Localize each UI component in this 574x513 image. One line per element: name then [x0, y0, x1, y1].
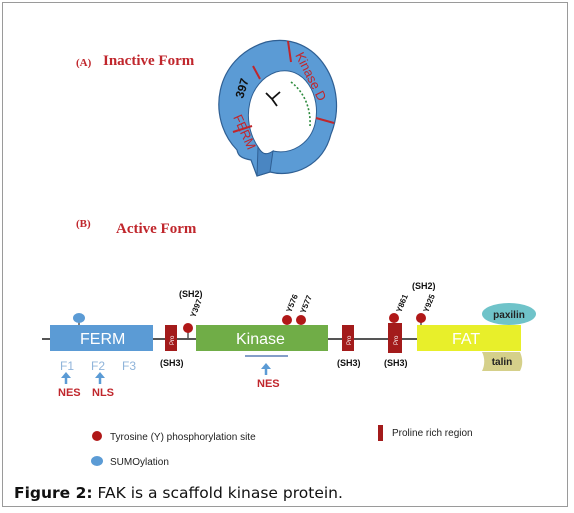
site-y576-label: Y576 — [285, 293, 301, 314]
sh2-label-1: (SH2) — [179, 289, 203, 299]
pro-label-2: Pro — [347, 335, 353, 345]
signal-nls: NLS — [92, 387, 114, 399]
site-y861-label: Y861 — [395, 293, 411, 314]
phospho-site-y577 — [296, 315, 306, 325]
kinase-label: Kinase — [236, 331, 285, 348]
legend-tyrosine-text: Tyrosine (Y) phosphorylation site — [110, 432, 256, 443]
talin-label: talin — [492, 357, 513, 368]
legend-phospho-marker — [92, 431, 102, 441]
fat-domain: FAT — [417, 325, 521, 351]
ferm-label: FERM — [80, 331, 125, 348]
sh3-label-1: (SH3) — [160, 358, 184, 368]
signal-nes-1: NES — [58, 387, 81, 399]
panel-a-letter: (A) — [76, 57, 92, 69]
subdomain-f1: F1 — [60, 359, 74, 373]
figure-frame — [2, 2, 568, 507]
nes-arrow-icon-2 — [261, 363, 271, 375]
paxilin-partner: paxilin — [482, 303, 536, 325]
sh3-label-2: (SH3) — [337, 358, 361, 368]
phospho-site-y397 — [183, 323, 193, 333]
panel-b-letter: (B) — [76, 218, 91, 230]
site-y577-label: Y577 — [299, 294, 315, 315]
ring-label-397: 397 — [232, 76, 251, 100]
proline-region-3: Pro — [388, 323, 402, 353]
legend-proline-text: Proline rich region — [392, 428, 473, 439]
legend-sumo-text: SUMOylation — [110, 457, 169, 468]
fak-diagram: (A) Inactive Form 397 Kinase D FERM (B) … — [42, 39, 536, 468]
sumo-site-marker — [73, 313, 85, 323]
antibody-y-icon — [265, 91, 281, 107]
inactive-fak-ring: 397 Kinase D FERM — [218, 39, 338, 177]
talin-partner: talin — [482, 352, 523, 371]
caption-text: FAK is a scaffold kinase protein. — [92, 484, 343, 502]
pro-label-3: Pro — [394, 335, 400, 345]
phospho-site-y925 — [416, 313, 426, 323]
kinase-domain: Kinase — [196, 325, 328, 351]
figure-caption: Figure 2: FAK is a scaffold kinase prote… — [14, 484, 343, 502]
subdomain-f3: F3 — [122, 359, 136, 373]
signal-nes-2: NES — [257, 378, 280, 390]
panel-a-title: Inactive Form — [103, 53, 195, 69]
site-y397-label: Y397 — [189, 298, 205, 319]
panel-b-title: Active Form — [116, 221, 197, 237]
legend-sumo-marker — [91, 456, 103, 466]
subdomain-f2: F2 — [91, 359, 105, 373]
site-y925-label: Y925 — [422, 293, 438, 314]
paxilin-label: paxilin — [493, 310, 525, 321]
proline-region-2: Pro — [342, 325, 354, 351]
sh2-label-2: (SH2) — [412, 281, 436, 291]
sh3-label-3: (SH3) — [384, 358, 408, 368]
nls-arrow-icon — [95, 372, 105, 384]
phospho-site-y861 — [389, 313, 399, 323]
proline-region-1: Pro — [165, 325, 177, 351]
legend-proline-marker — [378, 425, 383, 441]
caption-label: Figure 2: — [14, 484, 93, 502]
phospho-site-y576 — [282, 315, 292, 325]
fat-label: FAT — [452, 331, 480, 348]
ferm-domain: FERM — [50, 313, 153, 351]
nes-arrow-icon — [61, 372, 71, 384]
pro-label-1: Pro — [170, 335, 176, 345]
